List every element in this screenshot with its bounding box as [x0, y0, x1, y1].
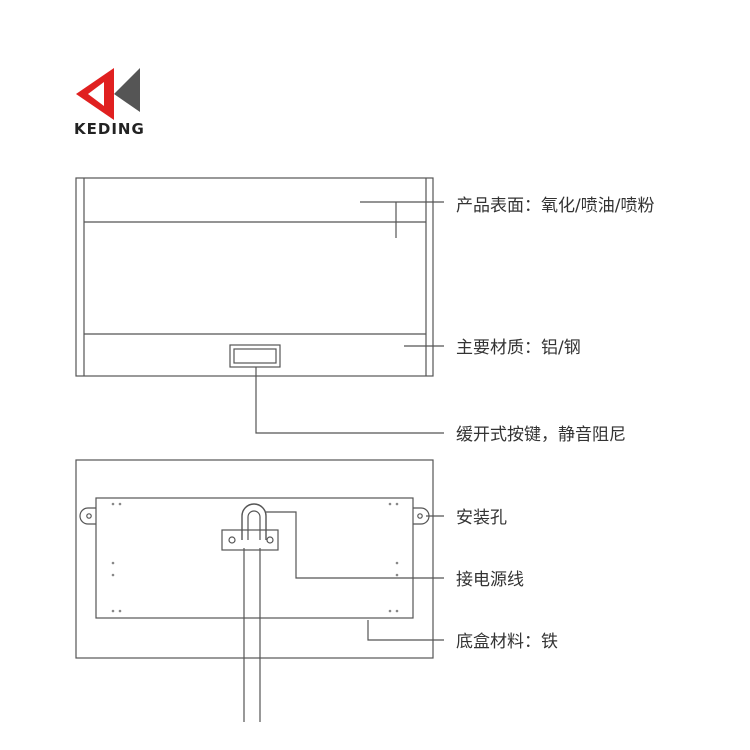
- label-button: 缓开式按键，静音阻尼: [456, 425, 626, 445]
- label-material: 主要材质：铝/钢: [456, 338, 581, 358]
- mount-ear-left: [79, 507, 96, 525]
- label-base-material: 底盒材料：铁: [456, 632, 558, 652]
- label-power-line: 接电源线: [456, 570, 524, 590]
- push-button-inner: [233, 348, 277, 364]
- cable-clamp: [221, 529, 279, 551]
- panel-outline: [75, 177, 434, 377]
- label-mount-hole: 安装孔: [456, 508, 507, 528]
- cable-loop: [241, 503, 267, 540]
- base-box-inner-plate: [95, 497, 414, 619]
- base-box-outline: [75, 459, 434, 659]
- keding-logo-icon: [76, 68, 140, 120]
- push-button: [229, 344, 281, 368]
- brand-name: KEDING: [74, 120, 145, 138]
- label-surface: 产品表面：氧化/喷油/喷粉: [456, 196, 655, 216]
